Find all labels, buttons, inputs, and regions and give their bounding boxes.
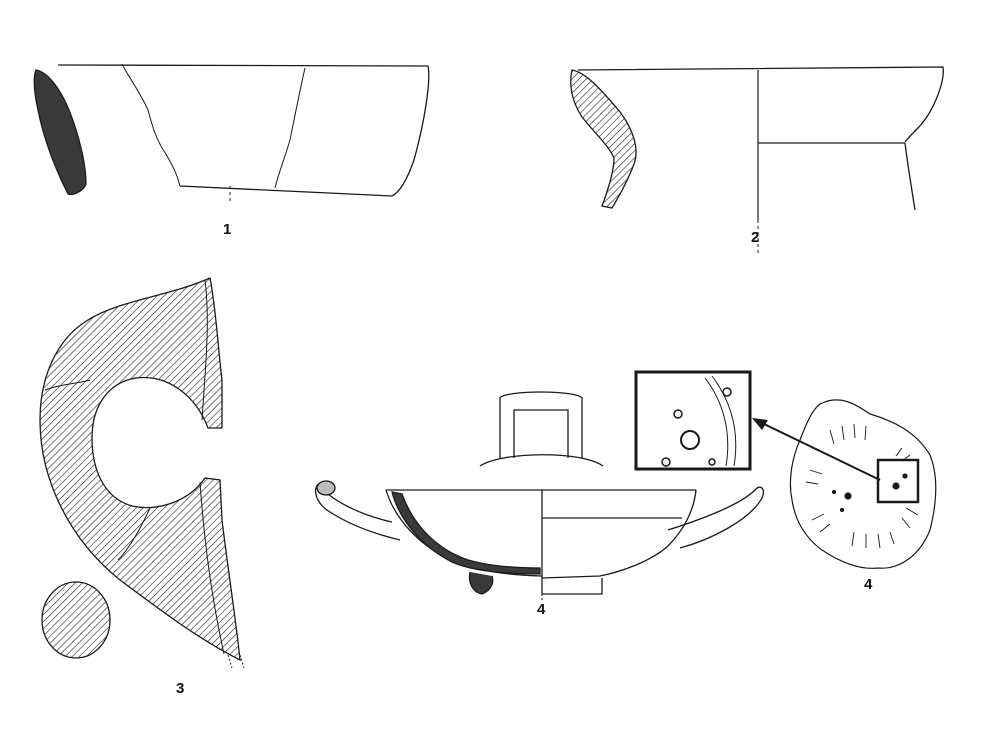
bowl-right bbox=[541, 489, 697, 579]
foot-section bbox=[468, 571, 494, 595]
figure-label-1: 1 bbox=[223, 221, 232, 238]
figure-3-inner-line bbox=[201, 279, 208, 421]
figure-2-section bbox=[570, 69, 637, 209]
right-handle bbox=[667, 486, 764, 549]
figure-1-break-line bbox=[121, 63, 181, 187]
figure-3-cross-section bbox=[41, 581, 111, 659]
foot-right bbox=[541, 578, 603, 595]
figure-2-lower-body bbox=[904, 142, 916, 211]
figure-label-4-base: 4 bbox=[864, 576, 873, 593]
figure-3-break bbox=[44, 379, 91, 391]
figure-2-profile bbox=[577, 66, 944, 143]
stamp-detail-inset bbox=[634, 370, 752, 471]
figure-label-3: 3 bbox=[176, 680, 185, 697]
radial-strokes bbox=[805, 423, 919, 549]
figure-3-handle bbox=[39, 277, 241, 662]
figure-1-section bbox=[33, 69, 87, 196]
lid-dome bbox=[479, 454, 604, 467]
figure-4-kylix bbox=[315, 391, 764, 600]
figure-3-inner-line-2 bbox=[199, 481, 225, 655]
figure-1-break-line-2 bbox=[274, 67, 306, 189]
figure-2-carinated-bowl bbox=[570, 66, 944, 256]
pointer-arrow bbox=[752, 418, 881, 481]
figure-4-stamped-base bbox=[789, 399, 937, 569]
stamp-palmette bbox=[680, 430, 700, 450]
base-outline bbox=[789, 399, 937, 569]
base-detail-box bbox=[876, 458, 920, 504]
figure-1-rim-sherd bbox=[33, 63, 430, 204]
figure-label-2: 2 bbox=[751, 229, 760, 246]
inset-frame bbox=[634, 370, 752, 471]
left-handle-end bbox=[316, 480, 336, 496]
figure-3-handle-fragment bbox=[39, 277, 245, 669]
figure-3-break-2 bbox=[117, 507, 151, 561]
bowl-wall-section bbox=[391, 491, 541, 575]
lid-knob bbox=[499, 391, 583, 458]
figure-label-4-kylix: 4 bbox=[537, 601, 546, 618]
figure-1-outline bbox=[57, 64, 430, 197]
